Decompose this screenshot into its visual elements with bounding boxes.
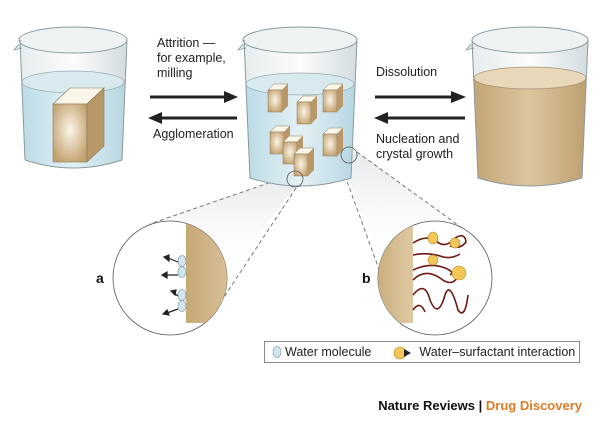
label-agglomeration: Agglomeration	[153, 127, 234, 141]
zoom-cone-a	[140, 177, 301, 301]
legend: Water molecule Water–surfactant interact…	[264, 341, 580, 363]
label-attrition: Attrition — for example, milling	[157, 36, 226, 81]
label-nucleation-line1: Nucleation and	[376, 132, 460, 146]
arrow-dissolution	[375, 91, 466, 103]
label-attrition-line3: milling	[157, 66, 193, 80]
beaker-particles	[236, 26, 358, 188]
magnified-view-a	[112, 220, 228, 336]
label-nucleation: Nucleation and crystal growth	[376, 132, 459, 162]
journal-section: Drug Discovery	[485, 398, 582, 413]
label-dissolution: Dissolution	[376, 65, 438, 79]
arrow-agglomeration	[148, 112, 237, 124]
journal-separator: |	[478, 398, 483, 413]
panel-label-a: a	[96, 270, 104, 286]
water-molecule-icon	[272, 346, 282, 358]
legend-water-surfactant: Water–surfactant interaction	[419, 345, 576, 359]
particles	[267, 83, 344, 177]
magnify-circle-a	[286, 170, 304, 188]
panel-label-b: b	[362, 270, 371, 286]
water-surfactant-icon	[393, 346, 411, 360]
beaker-single-crystal	[12, 26, 128, 169]
magnify-circle-b	[340, 146, 358, 164]
water-molecules	[177, 255, 187, 312]
surfactant-heads	[427, 231, 467, 281]
arrow-nucleation	[374, 112, 465, 124]
label-nucleation-line2: crystal growth	[376, 147, 454, 161]
journal-name: Nature Reviews	[378, 398, 476, 413]
journal-credit: Nature Reviews | Drug Discovery	[378, 398, 582, 413]
label-attrition-line1: Attrition —	[157, 36, 216, 50]
label-attrition-line2: for example,	[157, 51, 226, 65]
beaker-dissolved	[464, 26, 589, 187]
legend-water-molecule: Water molecule	[285, 345, 372, 359]
arrow-attrition	[150, 91, 238, 103]
